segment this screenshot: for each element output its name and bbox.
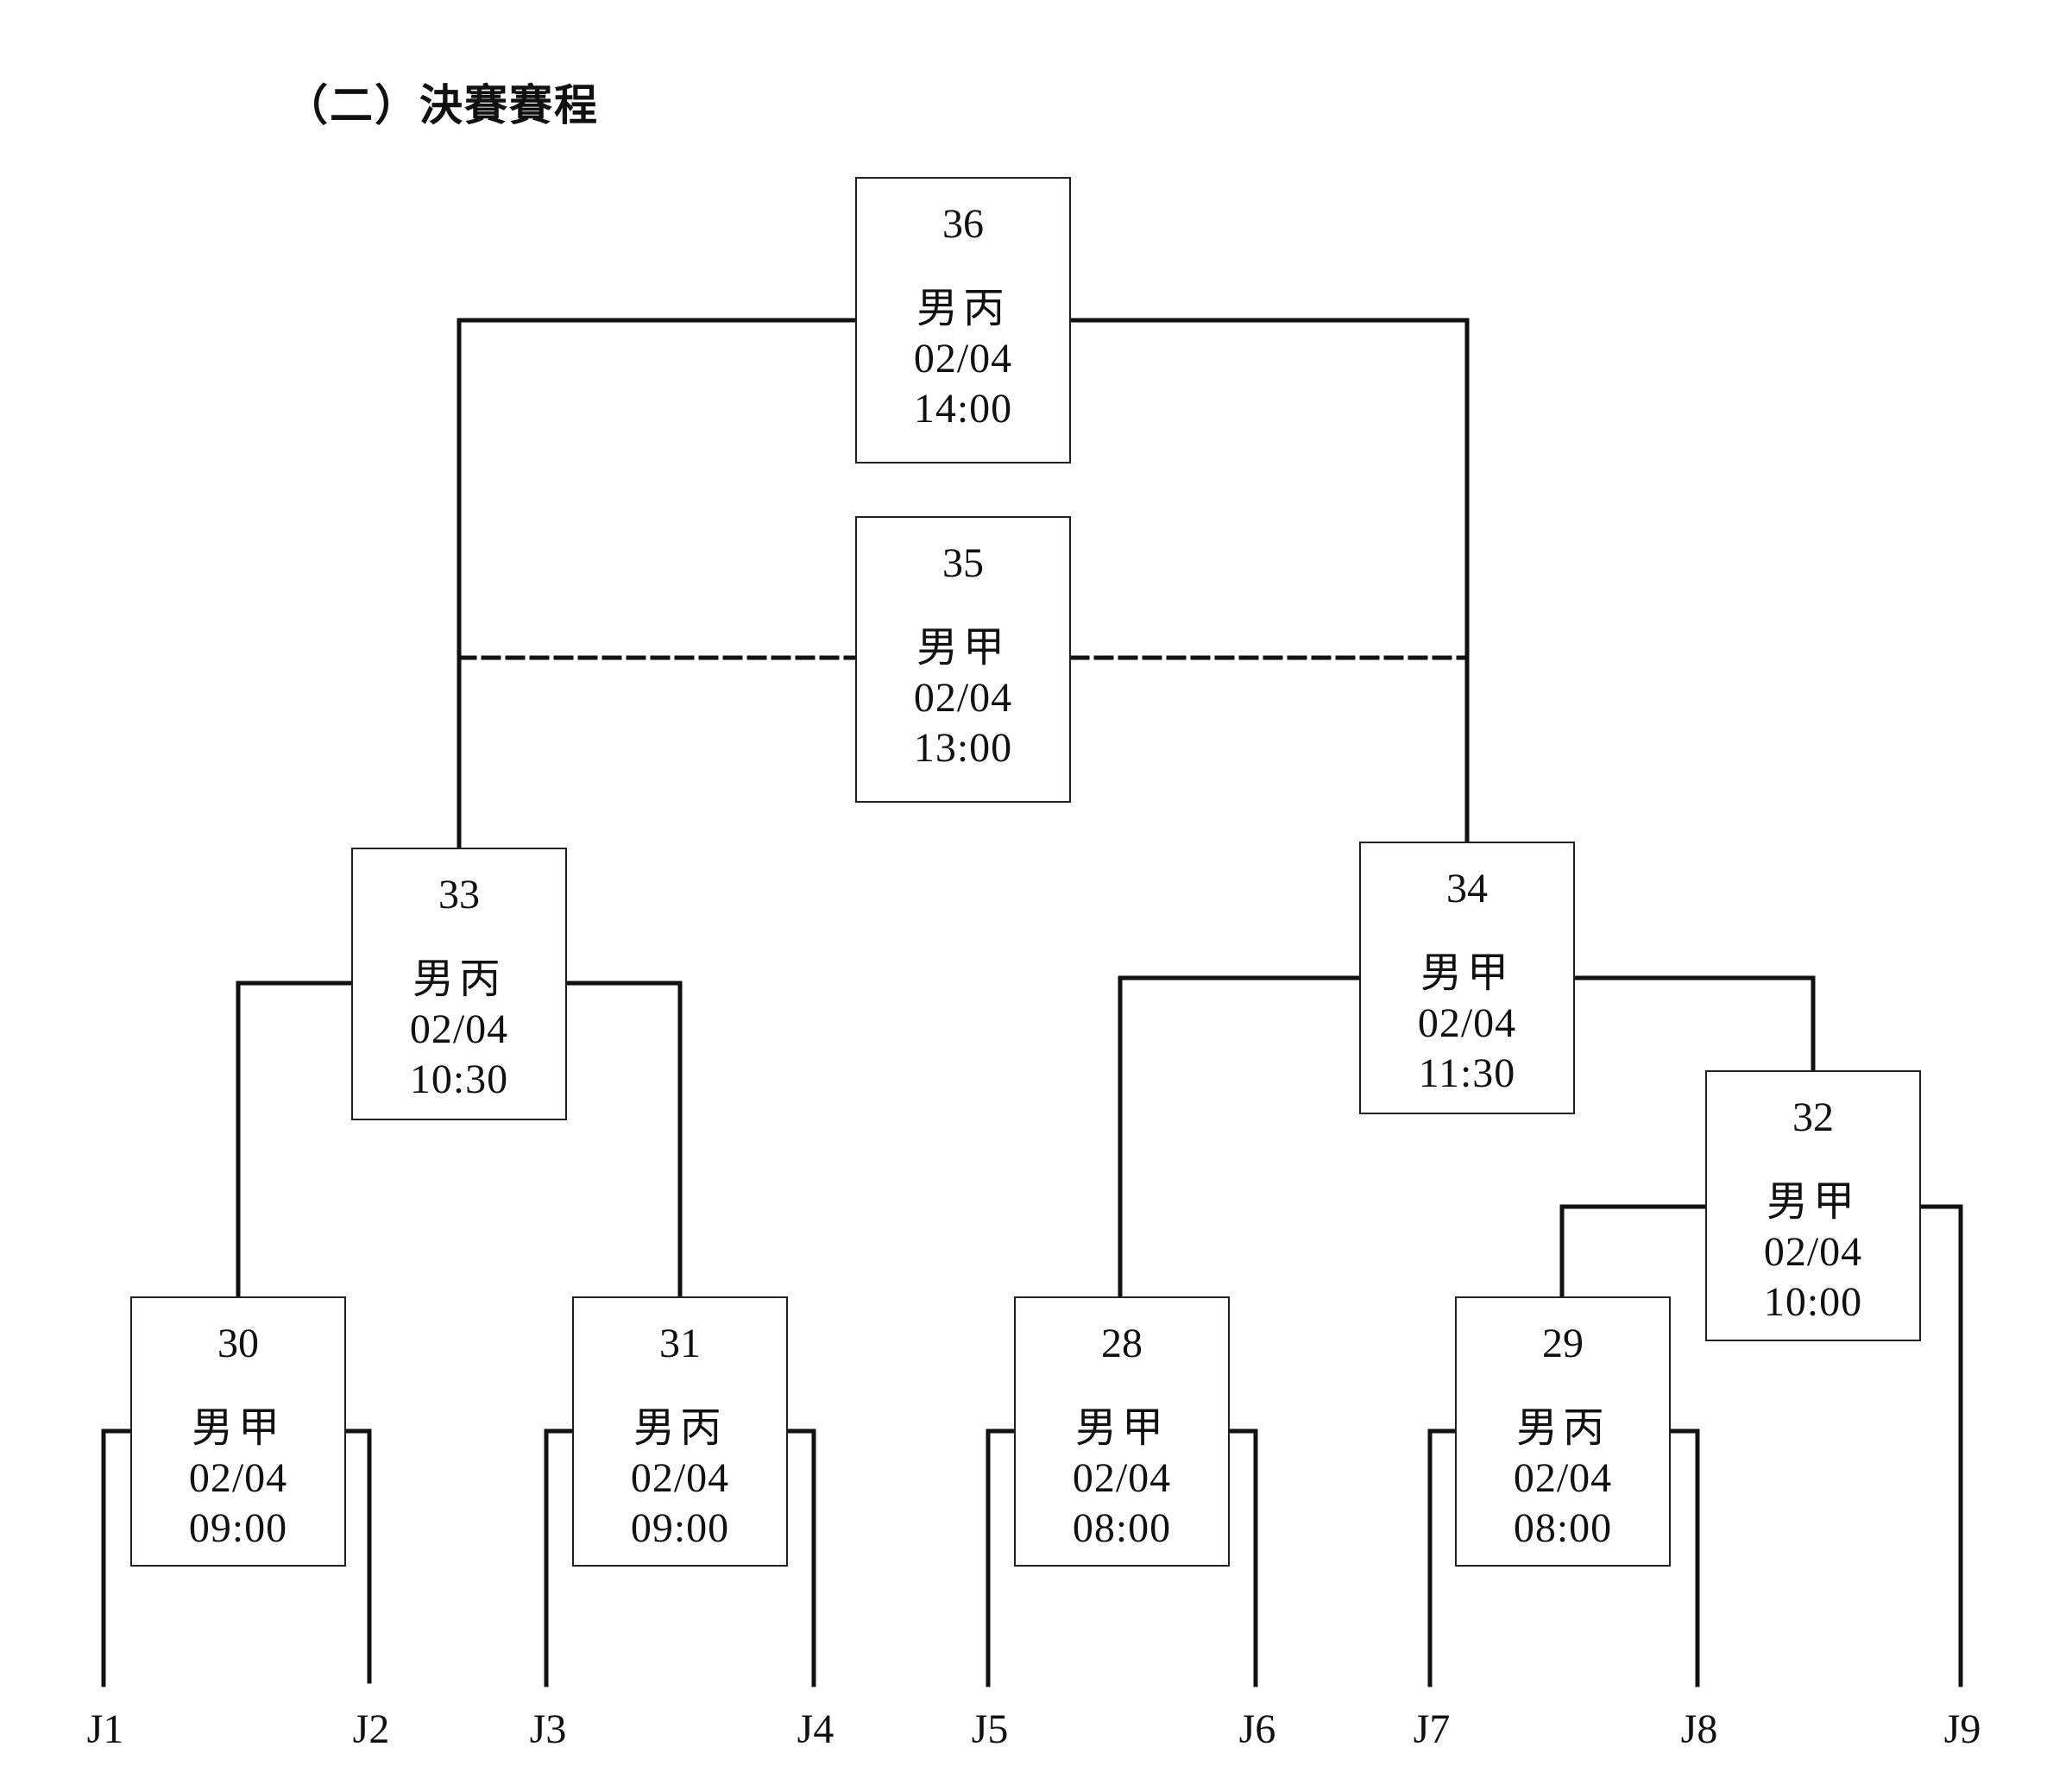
match-date: 02/04 — [1417, 1000, 1517, 1046]
match-time: 08:00 — [1513, 1505, 1613, 1551]
lead-label-j3: J3 — [529, 1706, 567, 1752]
match-time: 10:00 — [1763, 1279, 1863, 1325]
match-number: 28 — [1101, 1321, 1143, 1366]
line-32-left — [1559, 1204, 1708, 1299]
line-31-right — [785, 1428, 816, 1687]
match-number: 29 — [1542, 1321, 1584, 1366]
match-number: 35 — [942, 540, 984, 586]
line-30-right — [343, 1428, 372, 1684]
match-date: 02/04 — [913, 336, 1013, 382]
match-number: 30 — [217, 1321, 259, 1366]
match-number: 31 — [659, 1321, 701, 1366]
match-date: 02/04 — [409, 1006, 509, 1052]
line-34-left — [1118, 975, 1362, 1299]
match-date: 02/04 — [1513, 1455, 1613, 1501]
line-28-right — [1227, 1428, 1258, 1687]
lead-label-j7: J7 — [1413, 1706, 1451, 1752]
lead-label-j4: J4 — [797, 1706, 834, 1752]
lead-label-j2: J2 — [352, 1706, 390, 1752]
match-box-32: 32 男甲 02/04 10:00 — [1705, 1070, 1921, 1341]
lead-label-j5: J5 — [971, 1706, 1009, 1752]
match-time: 09:00 — [630, 1505, 730, 1551]
match-number: 32 — [1792, 1094, 1834, 1140]
match-division: 男甲 — [191, 1405, 285, 1451]
match-division: 男丙 — [412, 956, 506, 1002]
line-33-right — [564, 981, 683, 1299]
line-34-right — [1572, 975, 1816, 1073]
match-time: 11:30 — [1418, 1050, 1516, 1096]
match-box-30: 30 男甲 02/04 09:00 — [130, 1296, 346, 1567]
match-date: 02/04 — [1072, 1455, 1172, 1501]
match-division: 男甲 — [1766, 1179, 1860, 1225]
match-box-28: 28 男甲 02/04 08:00 — [1014, 1296, 1230, 1567]
match-number: 33 — [438, 872, 480, 918]
line-29-left — [1427, 1428, 1458, 1687]
lead-label-j6: J6 — [1238, 1706, 1276, 1752]
match-time: 13:00 — [913, 725, 1013, 771]
match-division: 男丙 — [633, 1405, 727, 1451]
match-date: 02/04 — [913, 675, 1013, 721]
match-box-29: 29 男丙 02/04 08:00 — [1455, 1296, 1671, 1567]
page-title: （二）決賽賽程 — [285, 79, 599, 130]
match-date: 02/04 — [188, 1455, 288, 1501]
match-time: 08:00 — [1072, 1505, 1172, 1551]
line-29-right — [1668, 1428, 1700, 1687]
match-date: 02/04 — [630, 1455, 730, 1501]
match-number: 36 — [942, 201, 984, 247]
match-box-36: 36 男丙 02/04 14:00 — [855, 177, 1071, 463]
line-final-right — [1069, 318, 1470, 844]
match-date: 02/04 — [1763, 1229, 1863, 1275]
match-division: 男丙 — [916, 286, 1010, 331]
match-box-33: 33 男丙 02/04 10:30 — [351, 848, 567, 1120]
match-time: 10:30 — [409, 1056, 509, 1102]
line-32-right — [1918, 1204, 1963, 1687]
line-30-left — [101, 1428, 133, 1687]
match-division: 男甲 — [1074, 1405, 1168, 1451]
match-time: 14:00 — [913, 386, 1013, 432]
lead-label-j1: J1 — [86, 1706, 124, 1752]
line-28-left — [986, 1428, 1017, 1687]
match-box-35: 35 男甲 02/04 13:00 — [855, 516, 1071, 803]
match-division: 男甲 — [1420, 950, 1514, 996]
match-time: 09:00 — [188, 1505, 288, 1551]
match-number: 34 — [1446, 866, 1488, 911]
match-division: 男甲 — [916, 625, 1010, 671]
lead-label-j8: J8 — [1680, 1706, 1718, 1752]
line-31-left — [544, 1428, 575, 1687]
line-final-left — [457, 318, 858, 850]
match-division: 男丙 — [1515, 1405, 1609, 1451]
lead-label-j9: J9 — [1943, 1706, 1981, 1752]
match-box-31: 31 男丙 02/04 09:00 — [572, 1296, 788, 1567]
line-33-left — [236, 981, 354, 1299]
match-box-34: 34 男甲 02/04 11:30 — [1359, 842, 1575, 1114]
